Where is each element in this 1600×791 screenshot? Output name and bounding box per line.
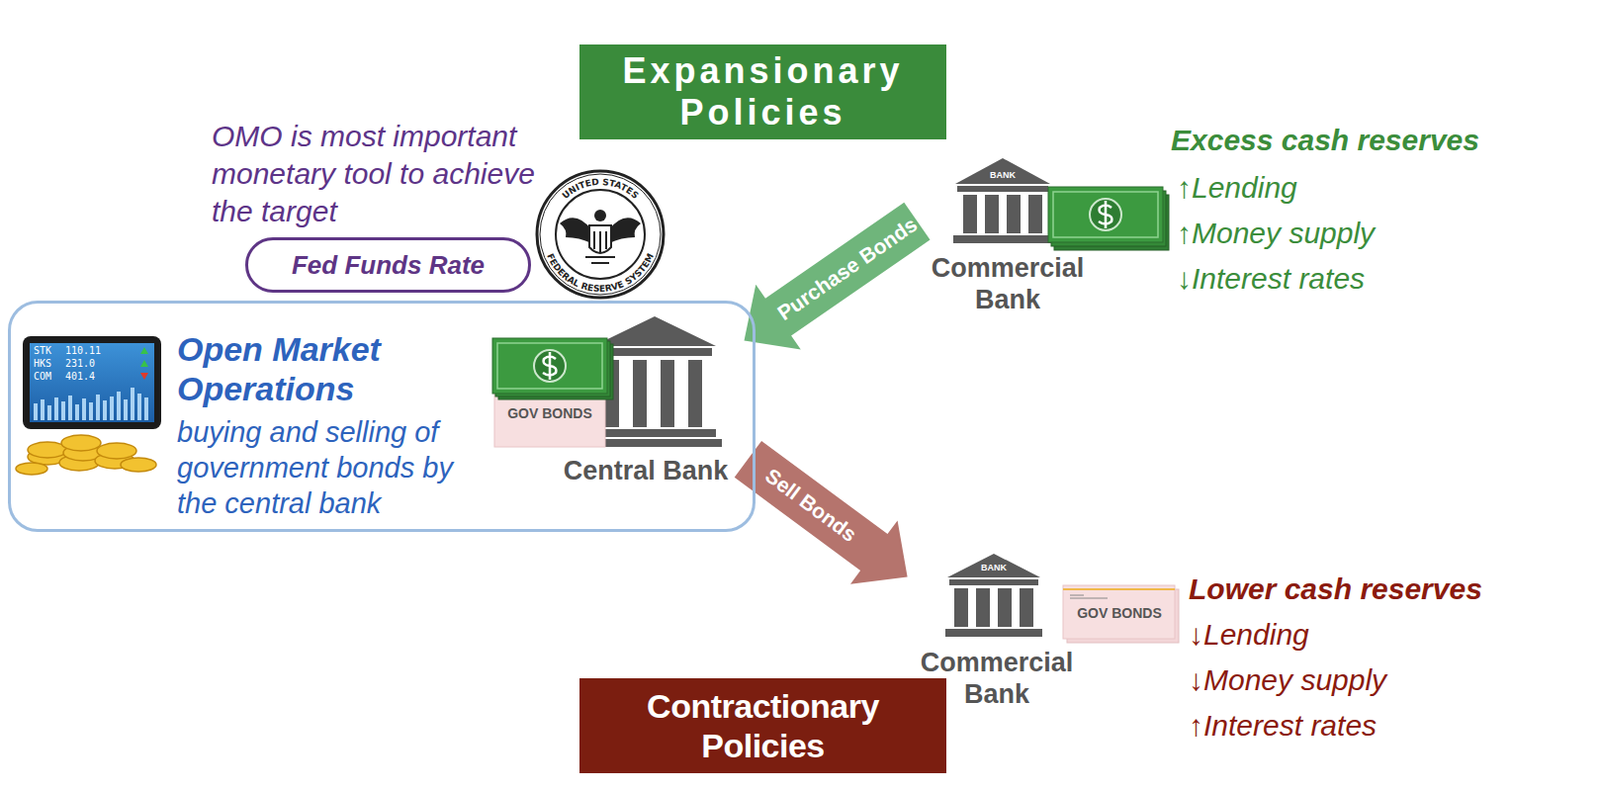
bond-label: GOV BONDS (507, 405, 593, 422)
effect-item: ↓Interest rates (1176, 261, 1365, 297)
note: OMO is most important monetary tool to a… (211, 117, 553, 231)
bank-sign: BANK (980, 562, 1007, 573)
seal-text: FEDERAL RESERVE SYSTEM (544, 252, 656, 294)
target-label: Fed Funds Rate (258, 249, 519, 281)
ticker-text: 401.4 (65, 370, 95, 382)
cash-stack (1048, 186, 1169, 251)
policy-banner: Expansionary Policies (579, 44, 947, 140)
effect-item: ↓Money supply (1188, 662, 1387, 699)
panel-heading: Open Market Operations (177, 329, 484, 409)
effect-item: ↑Lending (1176, 170, 1298, 206)
bank-name: Commercial Bank (923, 252, 1092, 316)
banner-title: Contractionary Policies (587, 686, 939, 766)
bond-paper (1063, 585, 1179, 643)
ticker-text: 231.0 (65, 357, 95, 369)
commercial-bank-icon (945, 553, 1043, 637)
effect-heading: Excess cash reserves (1170, 122, 1480, 159)
bank-sign: BANK (989, 170, 1016, 180)
ticker-text: STK (33, 345, 52, 356)
ticker-text: COM (33, 370, 52, 382)
seal-text: FEDERAL RESERVE SYSTEM (544, 252, 656, 294)
effect-heading: Lower cash reserves (1188, 571, 1483, 608)
arrow-label: Purchase Bonds (773, 212, 922, 326)
ticker-text: 110.11 (65, 345, 101, 356)
block-arrow (734, 441, 908, 585)
policy-banner: Contractionary Policies (579, 678, 947, 774)
target-pill: Fed Funds Rate (245, 237, 532, 293)
effect-item: ↑Money supply (1176, 215, 1375, 252)
block-arrow (744, 202, 931, 351)
stock-monitor (15, 336, 162, 475)
effect-item: ↑Interest rates (1188, 708, 1377, 744)
seal-text: UNITED STATES (559, 177, 640, 201)
commercial-bank: Commercial Bank (923, 161, 1092, 316)
panel-body: buying and selling of government bonds b… (177, 414, 474, 522)
effect-item: ↓Lending (1188, 617, 1310, 653)
cash-stack (492, 338, 614, 400)
banner-title: Expansionary Policies (587, 50, 939, 134)
fed-seal (536, 171, 664, 298)
bank-name: Central Bank (549, 454, 742, 487)
commercial-bank-icon (953, 158, 1053, 244)
omo-panel: Open Market Operationsbuying and selling… (7, 300, 756, 533)
ticker-text: HKS (33, 357, 52, 369)
seal-text: UNITED STATES (559, 177, 640, 201)
bond-label: GOV BONDS (1076, 605, 1162, 622)
bond-paper (494, 393, 606, 447)
